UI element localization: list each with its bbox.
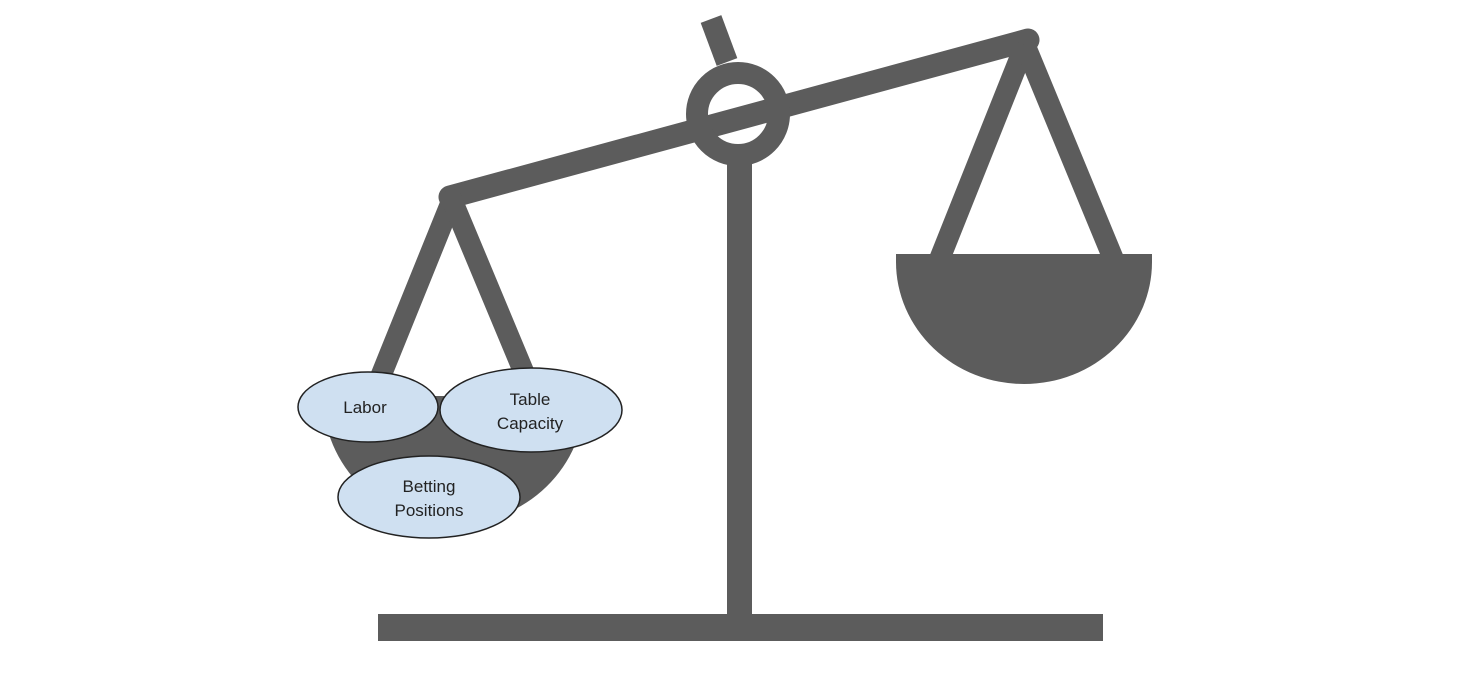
- table-capacity-ellipse: [439, 367, 623, 453]
- right-hanger-inner: [1015, 40, 1123, 263]
- table-capacity-label-line-1: Table: [510, 390, 551, 409]
- labor-ellipse: [297, 371, 439, 443]
- right-hanger-outer: [930, 41, 1035, 262]
- left-pan-item-betting-positions: Betting Positions: [337, 455, 521, 539]
- betting-positions-ellipse: [337, 455, 521, 539]
- left-pan-item-table-capacity: Table Capacity: [439, 367, 623, 453]
- left-hanger-inner: [441, 189, 536, 386]
- left-hanger-outer: [369, 189, 463, 389]
- scale-beam: [438, 28, 1040, 209]
- scale-pivot-ring: [686, 62, 790, 166]
- betting-positions-label-line-1: Betting: [403, 477, 456, 496]
- scale-pole: [727, 150, 752, 620]
- right-pan: [896, 254, 1152, 384]
- betting-positions-label-line-2: Positions: [395, 501, 464, 520]
- left-pan-item-labor: Labor: [297, 371, 439, 443]
- labor-label: Labor: [343, 398, 387, 417]
- scale-finial: [700, 15, 738, 66]
- table-capacity-label-line-2: Capacity: [497, 414, 564, 433]
